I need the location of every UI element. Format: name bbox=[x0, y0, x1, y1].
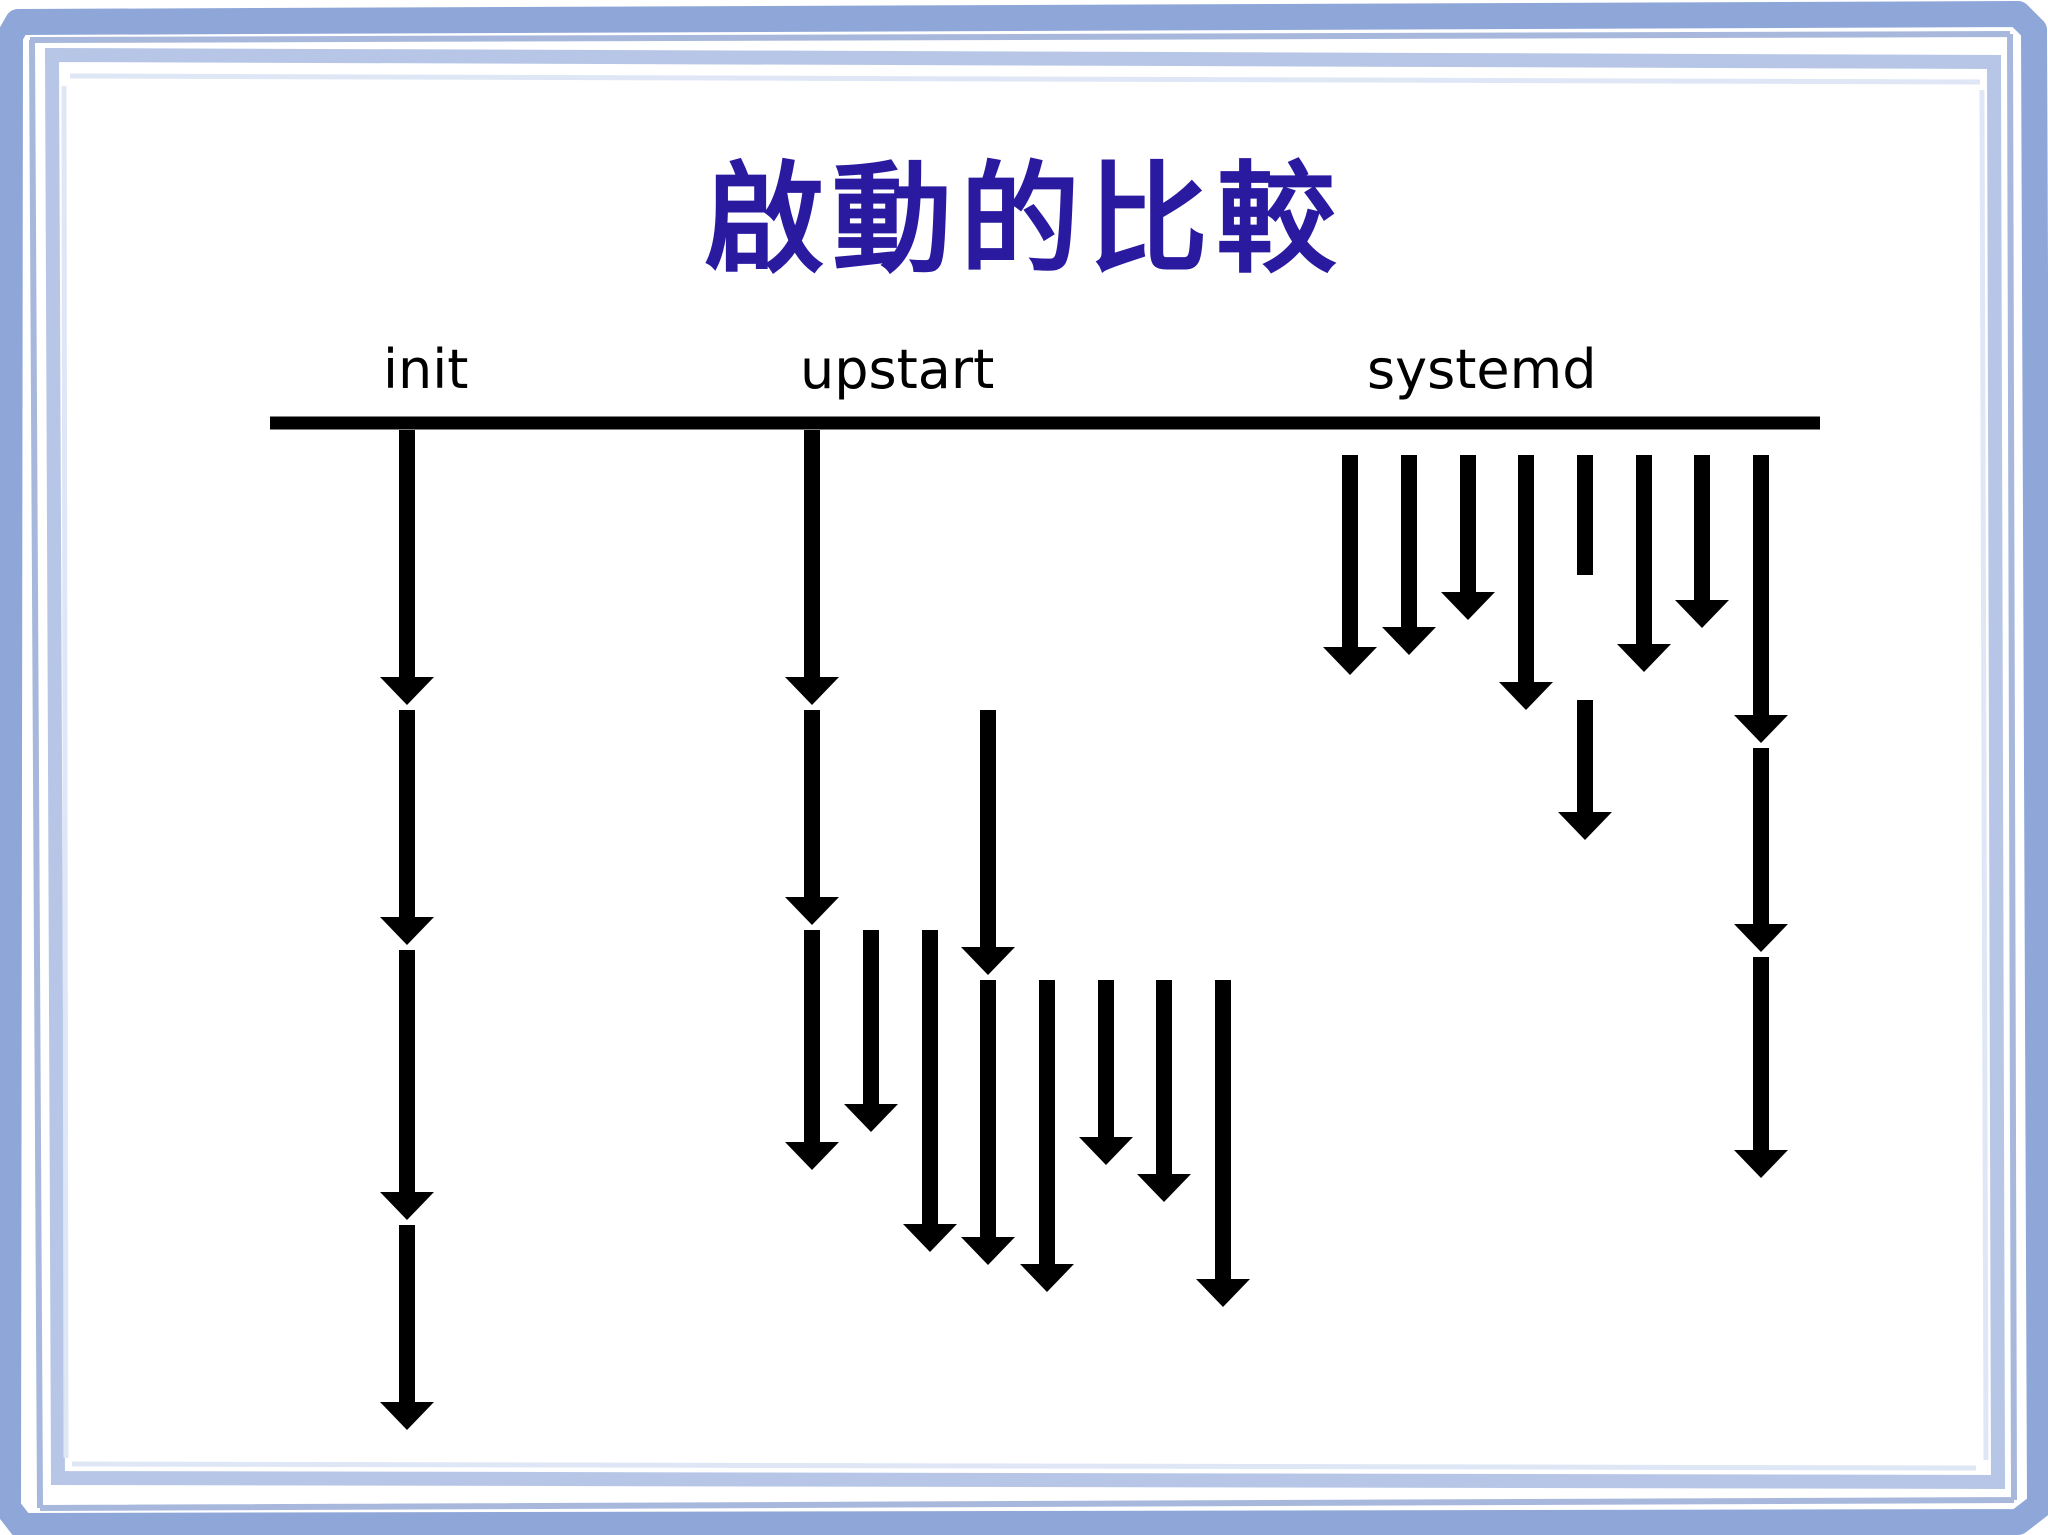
systemd-arrow-9 bbox=[1734, 748, 1788, 952]
column-label-upstart: upstart bbox=[800, 338, 995, 401]
systemd-arrow-4-head bbox=[1499, 682, 1553, 710]
init-arrow-1 bbox=[380, 430, 434, 705]
systemd-arrow-6 bbox=[1617, 455, 1671, 672]
systemd-arrow-5-head bbox=[1558, 812, 1612, 840]
systemd-arrow-1 bbox=[1323, 455, 1377, 675]
systemd-arrow-2-head bbox=[1382, 627, 1436, 655]
systemd-arrow-7 bbox=[1675, 455, 1729, 628]
upstart-arrow-6 bbox=[903, 930, 957, 1252]
slide-title: 啟動的比較 bbox=[704, 151, 1344, 290]
systemd-arrow-5 bbox=[1558, 455, 1612, 840]
frame-accent-stroke bbox=[29, 31, 2017, 1511]
systemd-arrow-10 bbox=[1734, 957, 1788, 1178]
upstart-arrow-10-head bbox=[1137, 1174, 1191, 1202]
systemd-arrow-8 bbox=[1734, 455, 1788, 743]
systemd-arrow-1-head bbox=[1323, 647, 1377, 675]
systemd-arrow-8-head bbox=[1734, 715, 1788, 743]
frame-inner-stroke bbox=[44, 47, 2006, 1490]
systemd-arrow-2 bbox=[1382, 455, 1436, 655]
upstart-arrow-9-head bbox=[1079, 1137, 1133, 1165]
init-arrow-4-head bbox=[380, 1402, 434, 1430]
column-label-systemd: systemd bbox=[1367, 338, 1597, 401]
upstart-arrow-11 bbox=[1196, 980, 1250, 1307]
upstart-arrow-6-head bbox=[903, 1224, 957, 1252]
systemd-arrow-4 bbox=[1499, 455, 1553, 710]
systemd-arrow-9-head bbox=[1734, 924, 1788, 952]
init-arrow-4 bbox=[380, 1225, 434, 1430]
init-arrow-2 bbox=[380, 710, 434, 945]
frame-highlight-stroke bbox=[61, 73, 1989, 1471]
upstart-arrow-8 bbox=[1020, 980, 1074, 1292]
upstart-arrow-1-head bbox=[785, 677, 839, 705]
systemd-arrow-3-head bbox=[1441, 592, 1495, 620]
upstart-arrow-9 bbox=[1079, 980, 1133, 1165]
init-arrow-1-head bbox=[380, 677, 434, 705]
upstart-arrow-3 bbox=[961, 710, 1015, 975]
upstart-arrow-11-head bbox=[1196, 1279, 1250, 1307]
arrows-group bbox=[380, 430, 1788, 1430]
upstart-arrow-1 bbox=[785, 430, 839, 705]
upstart-arrow-4-head bbox=[785, 1142, 839, 1170]
upstart-arrow-4 bbox=[785, 930, 839, 1170]
init-arrow-3-head bbox=[380, 1192, 434, 1220]
upstart-arrow-5-head bbox=[844, 1104, 898, 1132]
upstart-arrow-10 bbox=[1137, 980, 1191, 1202]
upstart-arrow-2 bbox=[785, 710, 839, 925]
upstart-arrow-5 bbox=[844, 930, 898, 1132]
systemd-arrow-6-head bbox=[1617, 644, 1671, 672]
init-arrow-3 bbox=[380, 950, 434, 1220]
upstart-arrow-7-head bbox=[961, 1237, 1015, 1265]
upstart-arrow-7 bbox=[961, 980, 1015, 1265]
systemd-arrow-3 bbox=[1441, 455, 1495, 620]
init-arrow-2-head bbox=[380, 917, 434, 945]
upstart-arrow-3-head bbox=[961, 947, 1015, 975]
upstart-arrow-8-head bbox=[1020, 1264, 1074, 1292]
systemd-arrow-10-head bbox=[1734, 1150, 1788, 1178]
column-label-init: init bbox=[383, 338, 469, 401]
upstart-arrow-2-head bbox=[785, 897, 839, 925]
systemd-arrow-7-head bbox=[1675, 600, 1729, 628]
